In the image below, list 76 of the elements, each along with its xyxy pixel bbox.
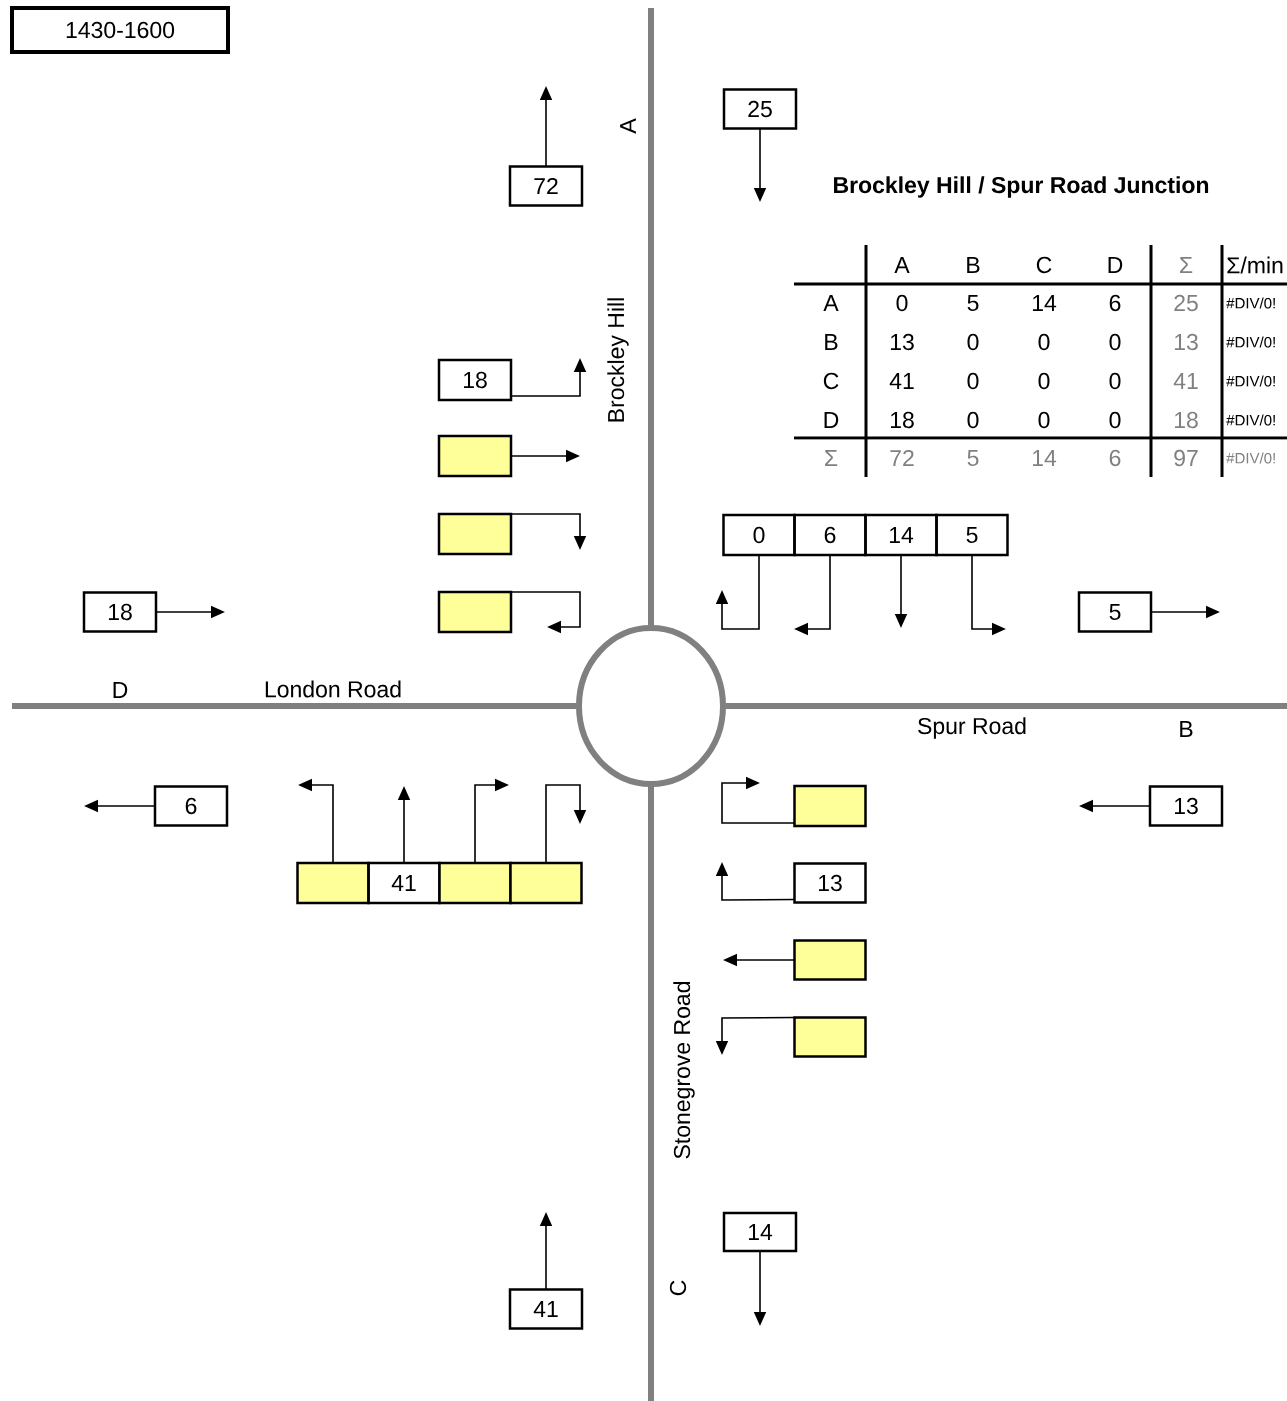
- table-cell: 18: [1174, 411, 1198, 429]
- table-cell: 0: [967, 372, 979, 390]
- table-cell: 0: [1038, 372, 1050, 390]
- count-box: 18: [437, 358, 513, 402]
- arrow: [510, 591, 581, 634]
- table-cell: Σ: [1180, 257, 1193, 273]
- empty-box: [793, 939, 867, 981]
- table-cell: 41: [889, 373, 914, 389]
- count-box: 25: [722, 88, 798, 130]
- table-cell: 13: [1174, 333, 1198, 351]
- empty-box: [437, 434, 513, 478]
- table-cell: A: [823, 295, 839, 311]
- table-cell: 0: [1109, 372, 1121, 390]
- table-cell: 0: [1109, 411, 1121, 429]
- time-box: 1430-1600: [10, 6, 230, 54]
- table-cell: Σ: [825, 450, 838, 466]
- count-box: 14: [864, 513, 938, 557]
- count-box: 13: [1148, 785, 1224, 827]
- road-label: London Road: [265, 680, 401, 698]
- count-box: 14: [722, 1211, 798, 1253]
- table-cell: C: [823, 372, 839, 390]
- table-cell: 25: [1174, 294, 1198, 312]
- table-cell: Σ/min: [1227, 256, 1283, 274]
- road-label: Spur Road: [918, 717, 1026, 739]
- empty-box: [793, 1016, 867, 1058]
- table-cell: 0: [967, 411, 979, 429]
- arrow: [715, 554, 760, 630]
- table-cell: 6: [1109, 449, 1121, 467]
- table-cell: 5: [967, 295, 979, 312]
- count-box: 0: [722, 513, 796, 557]
- table-cell: #DIV/0!: [1226, 297, 1275, 309]
- count-box: 41: [508, 1288, 584, 1330]
- table-cell: D: [1108, 257, 1123, 273]
- table-cell: 0: [967, 333, 979, 351]
- table-cell: 0: [1038, 411, 1050, 429]
- empty-box: [793, 784, 867, 828]
- count-box: 18: [82, 591, 158, 633]
- count-box: 13: [793, 862, 867, 904]
- count-box: 6: [153, 785, 229, 827]
- table-cell: A: [894, 257, 910, 273]
- empty-box: [296, 861, 370, 905]
- count-box: 72: [508, 165, 584, 207]
- table-cell: #DIV/0!: [1226, 375, 1275, 387]
- table-cell: 18: [890, 411, 914, 429]
- table-cell: 13: [890, 333, 914, 351]
- title: Brockley Hill / Spur Road Junction: [834, 176, 1209, 198]
- road-label: C: [669, 1280, 687, 1296]
- table-cell: 14: [1032, 295, 1057, 311]
- table-cell: 0: [1038, 333, 1050, 351]
- table-cell: #DIV/0!: [1226, 336, 1275, 348]
- table-cell: #DIV/0!: [1226, 452, 1275, 464]
- table-cell: 6: [1109, 294, 1121, 312]
- table-cell: 97: [1174, 449, 1198, 467]
- table-cell: 41: [1173, 373, 1198, 389]
- table-cell: 5: [967, 450, 979, 467]
- table-cell: B: [967, 257, 980, 273]
- arrow: [545, 784, 587, 864]
- empty-box: [437, 590, 513, 634]
- road-label: A: [620, 118, 636, 134]
- table-cell: B: [825, 334, 838, 350]
- road-label: D: [113, 682, 128, 698]
- table-cell: 0: [1109, 333, 1121, 351]
- road-label: Stonegrove Road: [673, 982, 695, 1159]
- table-cell: 0: [896, 294, 908, 312]
- count-box: 5: [1077, 591, 1153, 633]
- table-cell: C: [1036, 256, 1052, 274]
- road-label: Brockley Hill: [607, 298, 629, 422]
- count-box: 6: [793, 513, 867, 557]
- table-cell: #DIV/0!: [1226, 414, 1275, 426]
- table-cell: 14: [1032, 450, 1057, 466]
- arrow: [721, 776, 796, 824]
- table-cell: 72: [890, 450, 914, 467]
- count-box: 5: [935, 513, 1009, 557]
- empty-box: [437, 512, 513, 556]
- table-cell: D: [824, 412, 839, 428]
- road-label: B: [1180, 721, 1193, 737]
